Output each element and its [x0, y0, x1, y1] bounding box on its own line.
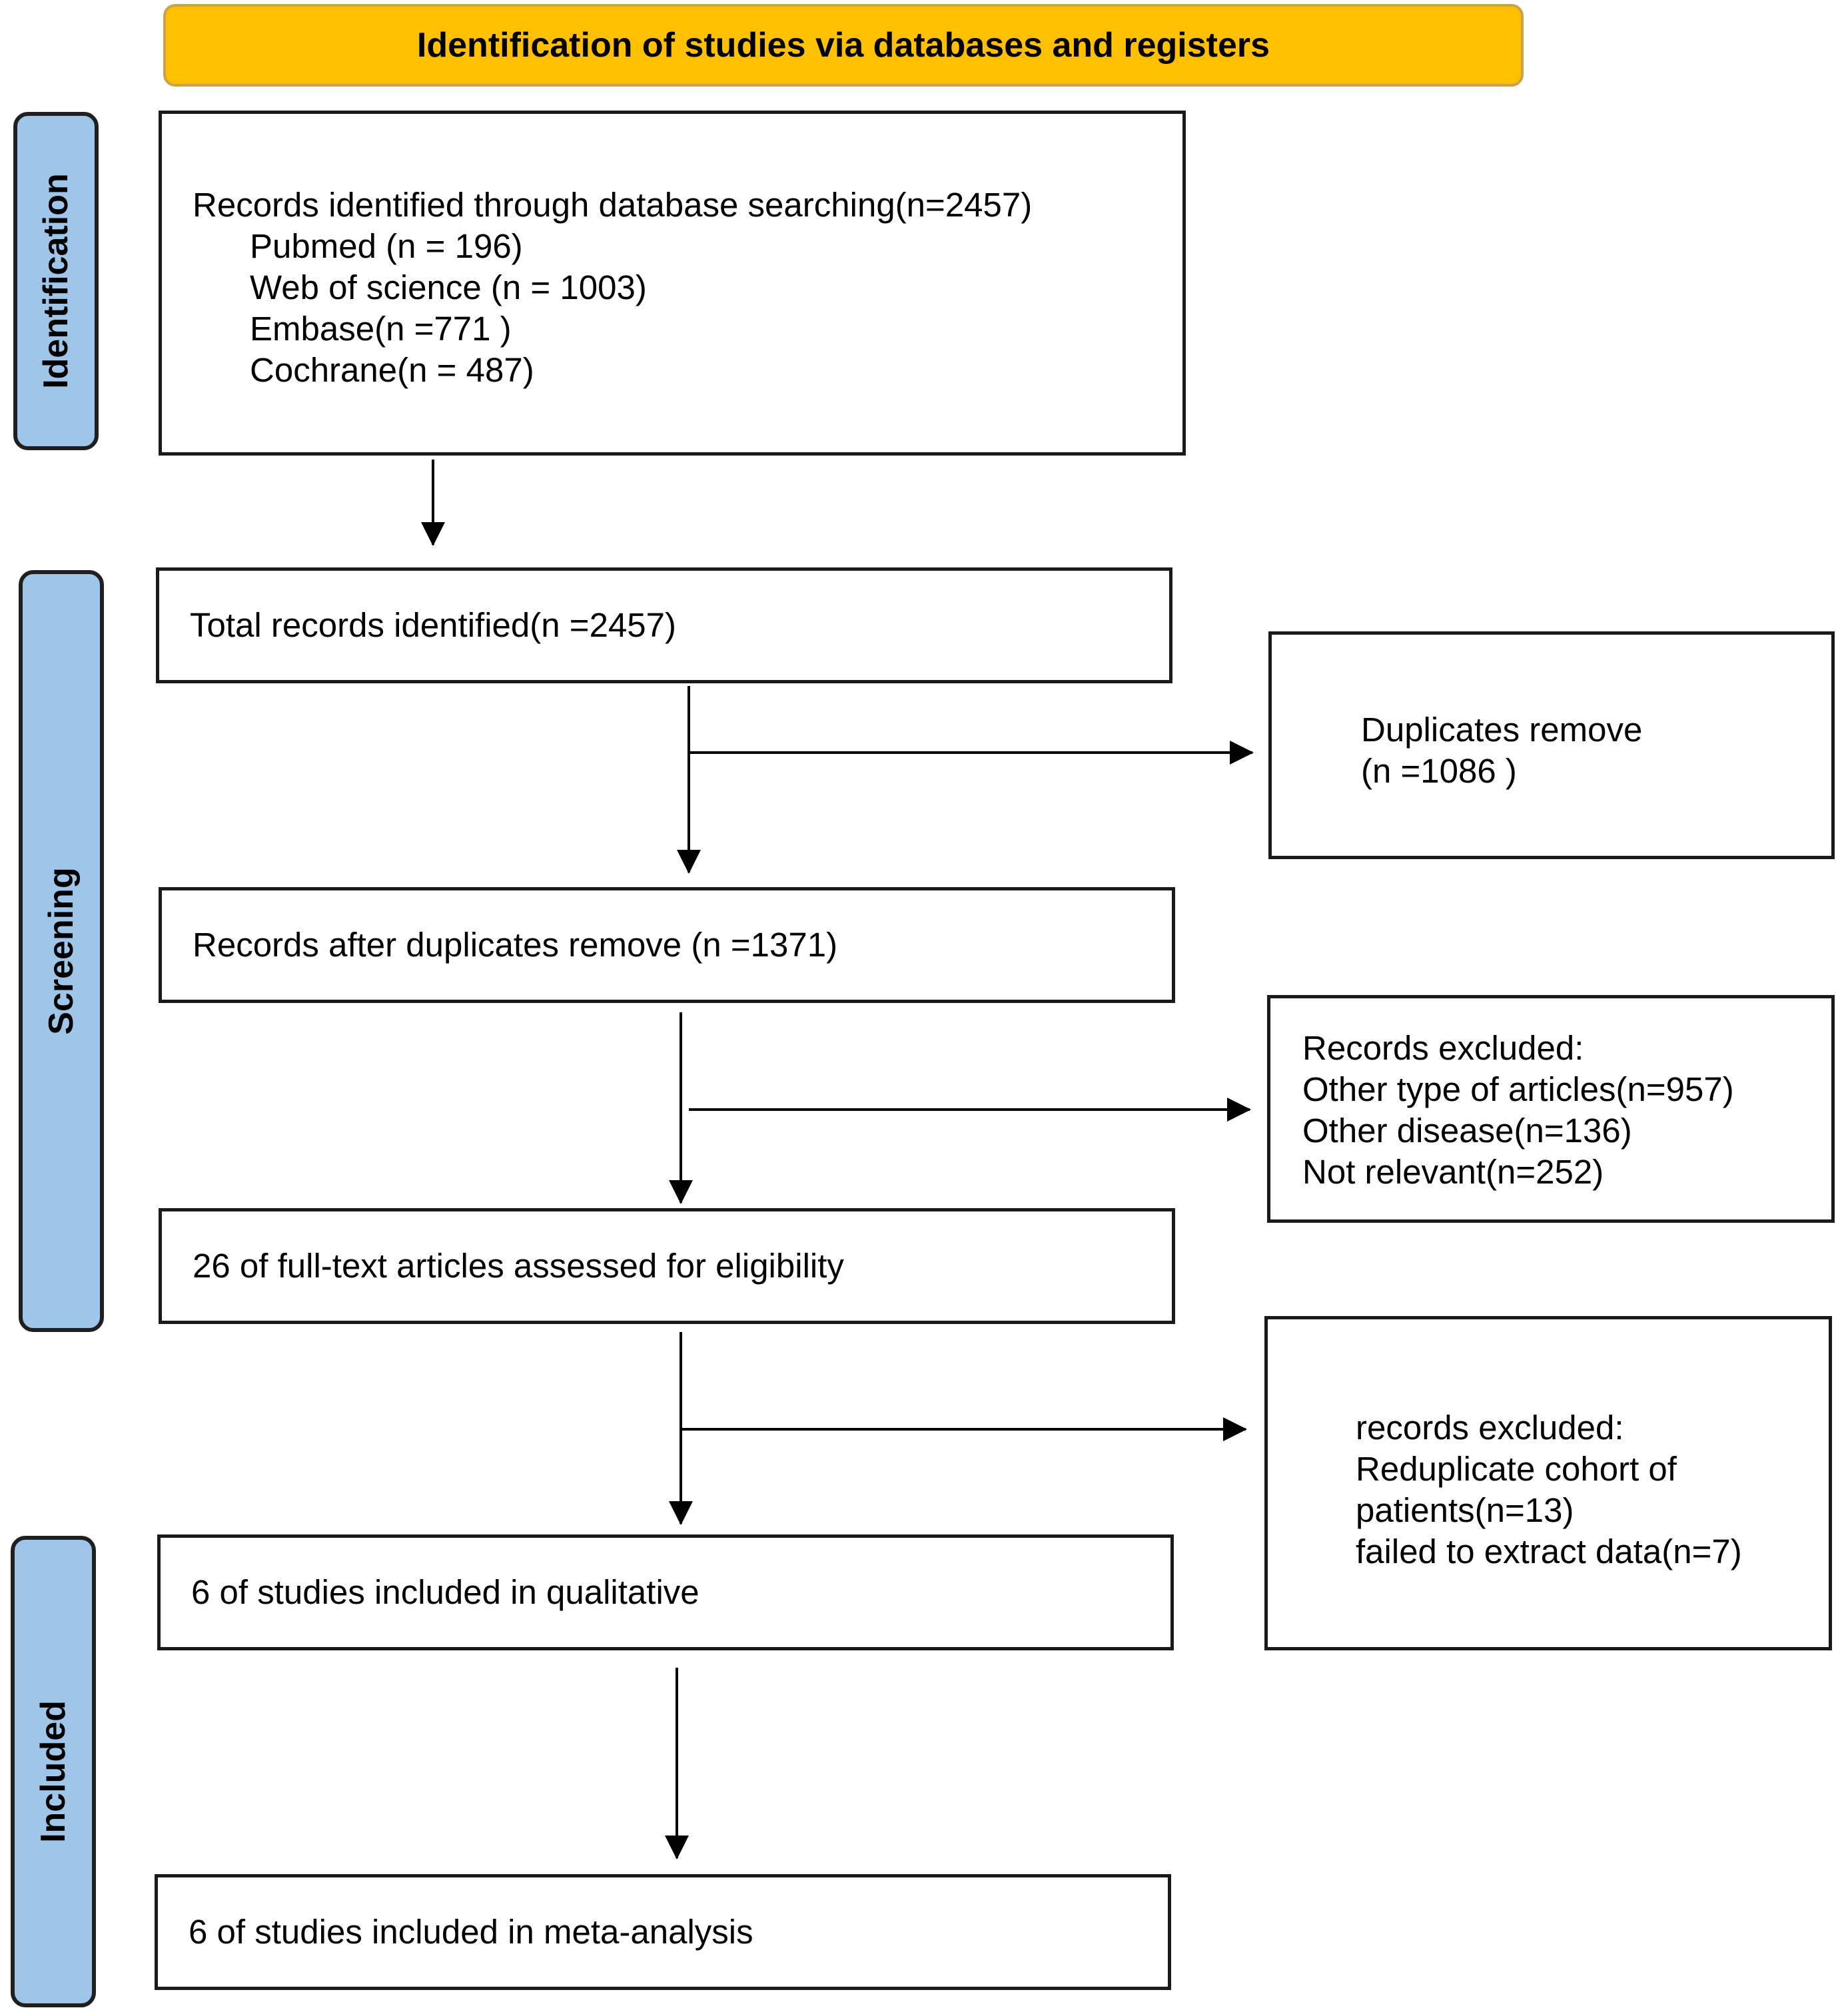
stage-screening-label: Screening	[42, 867, 81, 1035]
meta-analysis-box: 6 of studies included in meta-analysis	[155, 1874, 1171, 1990]
full-text-assessed-box: 26 of full-text articles assessed for el…	[159, 1208, 1175, 1324]
qualitative-text: 6 of studies included in qualitative	[191, 1573, 699, 1611]
records-excluded-2-patients: patients(n=13)	[1356, 1491, 1574, 1529]
records-excluded-1-other-disease: Other disease(n=136)	[1302, 1112, 1632, 1150]
qualitative-box: 6 of studies included in qualitative	[157, 1534, 1174, 1650]
diagram-header: Identification of studies via databases …	[163, 4, 1524, 87]
stage-included: Included	[11, 1536, 96, 2007]
header-title: Identification of studies via databases …	[416, 26, 1270, 65]
records-excluded-1-heading: Records excluded:	[1302, 1029, 1584, 1067]
total-records-text: Total records identified(n =2457)	[190, 606, 677, 644]
after-duplicates-box: Records after duplicates remove (n =1371…	[159, 887, 1175, 1003]
records-excluded-2-heading: records excluded:	[1356, 1409, 1624, 1447]
stage-screening: Screening	[19, 570, 104, 1332]
records-pubmed: Pubmed (n = 196)	[250, 227, 523, 265]
total-records-box: Total records identified(n =2457)	[156, 567, 1172, 683]
records-excluded-box-1: Records excluded: Other type of articles…	[1267, 995, 1835, 1223]
full-text-assessed-text: 26 of full-text articles assessed for el…	[193, 1247, 844, 1285]
records-cochrane: Cochrane(n = 487)	[250, 351, 534, 389]
stage-included-label: Included	[34, 1700, 73, 1843]
stage-identification: Identification	[13, 112, 99, 450]
duplicates-removed-box: Duplicates remove (n =1086 )	[1268, 631, 1835, 859]
records-excluded-box-2: records excluded: Reduplicate cohort of …	[1264, 1316, 1832, 1650]
stage-identification-label: Identification	[37, 173, 75, 389]
duplicates-removed-count: (n =1086 )	[1361, 752, 1517, 790]
records-identified-box: Records identified through database sear…	[159, 111, 1186, 456]
records-excluded-1-not-relevant: Not relevant(n=252)	[1302, 1153, 1604, 1191]
records-identified-total: Records identified through database sear…	[193, 186, 1033, 224]
duplicates-removed-label: Duplicates remove	[1361, 711, 1643, 749]
records-web-of-science: Web of science (n = 1003)	[250, 268, 647, 306]
records-excluded-2-reduplicate: Reduplicate cohort of	[1356, 1450, 1677, 1488]
after-duplicates-text: Records after duplicates remove (n =1371…	[193, 926, 838, 964]
meta-analysis-text: 6 of studies included in meta-analysis	[189, 1913, 753, 1951]
records-excluded-2-failed-extract: failed to extract data(n=7)	[1356, 1532, 1742, 1570]
records-embase: Embase(n =771 )	[250, 310, 512, 348]
records-excluded-1-other-type: Other type of articles(n=957)	[1302, 1070, 1734, 1108]
